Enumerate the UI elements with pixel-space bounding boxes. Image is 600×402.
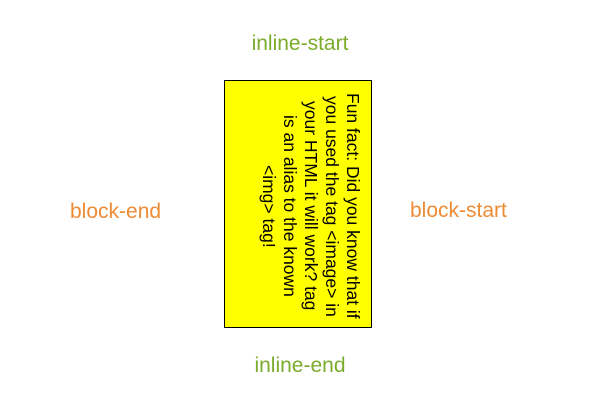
block-start-label: block-start <box>410 199 507 222</box>
inline-end-label: inline-end <box>254 354 346 377</box>
block-end-label: block-end <box>70 200 162 223</box>
inline-start-label: inline-start <box>251 32 349 55</box>
vertical-text-box: Fun fact: Did you know that if you used … <box>224 80 372 328</box>
